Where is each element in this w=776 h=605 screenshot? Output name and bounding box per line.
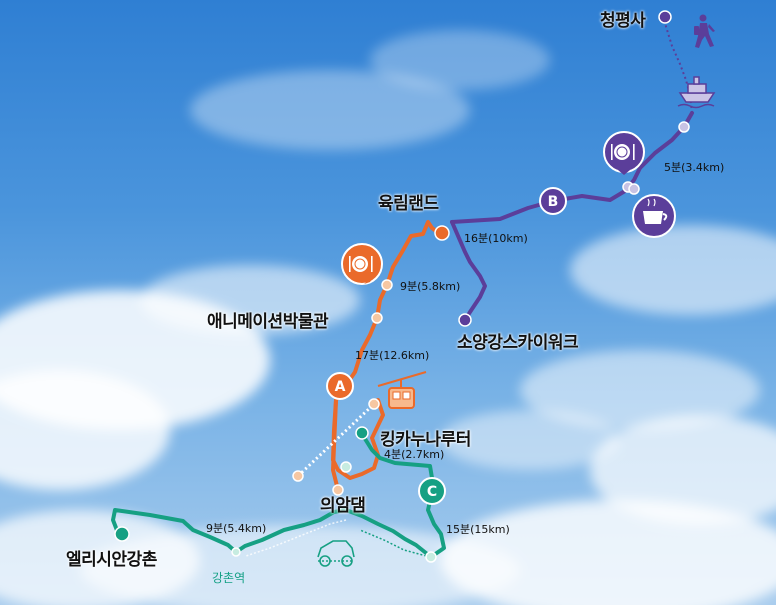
route-c [111,432,446,559]
rail-path-gangchon [245,519,347,557]
rail-path-c [359,529,431,558]
rail-bike-icon [317,540,355,567]
place-animation-museum: 애니메이션박물관 [207,312,329,332]
distance-yukrim-to-b: 16분(10km) [464,232,528,245]
badge-a: A [326,372,354,400]
place-elysian-gangchon: 엘리시안강촌 [66,550,157,570]
cafe-icon [632,194,676,238]
distance-gangchon-to-elysian: 9분(5.4km) [206,522,267,535]
badge-a-label: A [335,379,346,395]
badge-c-label: C [427,484,437,500]
distance-museum-to-yukrim: 9분(5.8km) [400,280,461,293]
place-kingkanu-nareuteo: 킹카누나루터 [380,430,471,450]
place-cheongpyeongsa: 청평사 [600,11,646,31]
distance-kingkanu-to-c: 4분(2.7km) [384,448,445,461]
place-gangchon-station: 강촌역 [212,571,246,585]
dining-icon-orange [341,243,383,285]
badge-b-label: B [548,194,559,210]
ferry-icon [677,76,716,109]
distance-c-to-gangchon: 15분(15km) [446,523,510,536]
route-a [331,220,442,492]
dining-icon [603,131,645,175]
clouds [0,30,776,605]
hiker-icon [694,14,715,48]
stop-points [114,10,690,563]
distance-a-to-museum: 17분(12.6km) [355,349,430,362]
cable-car-icon [377,371,427,409]
badge-c: C [418,477,446,505]
place-uiamdam: 의암댐 [320,496,366,516]
badge-b: B [539,187,567,215]
distance-b-to-cheongpyeong: 5분(3.4km) [664,161,725,174]
place-yukrimland: 육림랜드 [378,194,439,214]
place-soyang-skywalk: 소양강스카이워크 [457,333,579,353]
